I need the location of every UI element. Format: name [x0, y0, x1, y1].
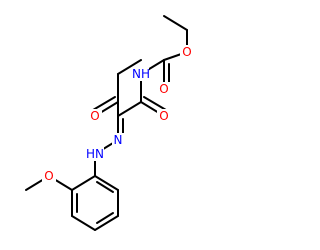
bond-ethyl-ch3: [163, 15, 188, 31]
atom-o-methoxy: O: [44, 169, 53, 183]
ring-bond-3: [94, 215, 119, 231]
chemical-structure-diagram: NH O O O O N HN O: [25, 15, 194, 231]
label-bg-n-hydrazone: [112, 133, 124, 147]
atom-o-carbamate-carbonyl: O: [159, 82, 168, 96]
atom-o-ketone: O: [90, 109, 99, 123]
atom-n-hydrazone: N: [114, 133, 123, 147]
ring-bond-4: [71, 215, 96, 231]
label-bg-nh-carbamate: [133, 67, 149, 81]
label-bg-o-methoxy: [42, 169, 56, 183]
label-bg-o-ketone: [88, 109, 102, 123]
atom-o-amide: O: [159, 109, 168, 123]
ring-inner-bond-2: [96, 212, 114, 224]
bond-amide-c-double-o-2: [143, 96, 167, 111]
ring-inner-bond-1: [96, 181, 114, 193]
label-bg-o-amide: [157, 109, 171, 123]
ring-bond-6: [71, 175, 96, 191]
bond-ketone-c-double-o-2: [92, 96, 116, 111]
ring-bond-1: [94, 175, 119, 191]
atom-nh-carbamate: NH: [132, 67, 150, 81]
bond-amide-c-central-c: [117, 101, 142, 117]
label-bg-hn-hydrazone: [86, 147, 104, 161]
label-bg-o-ester: [180, 45, 194, 59]
atom-hn-hydrazone: HN: [86, 147, 104, 161]
atom-o-ester: O: [182, 45, 191, 59]
label-bg-o-carbamate: [157, 82, 171, 96]
bond-ketone-c-methyl: [117, 59, 142, 75]
